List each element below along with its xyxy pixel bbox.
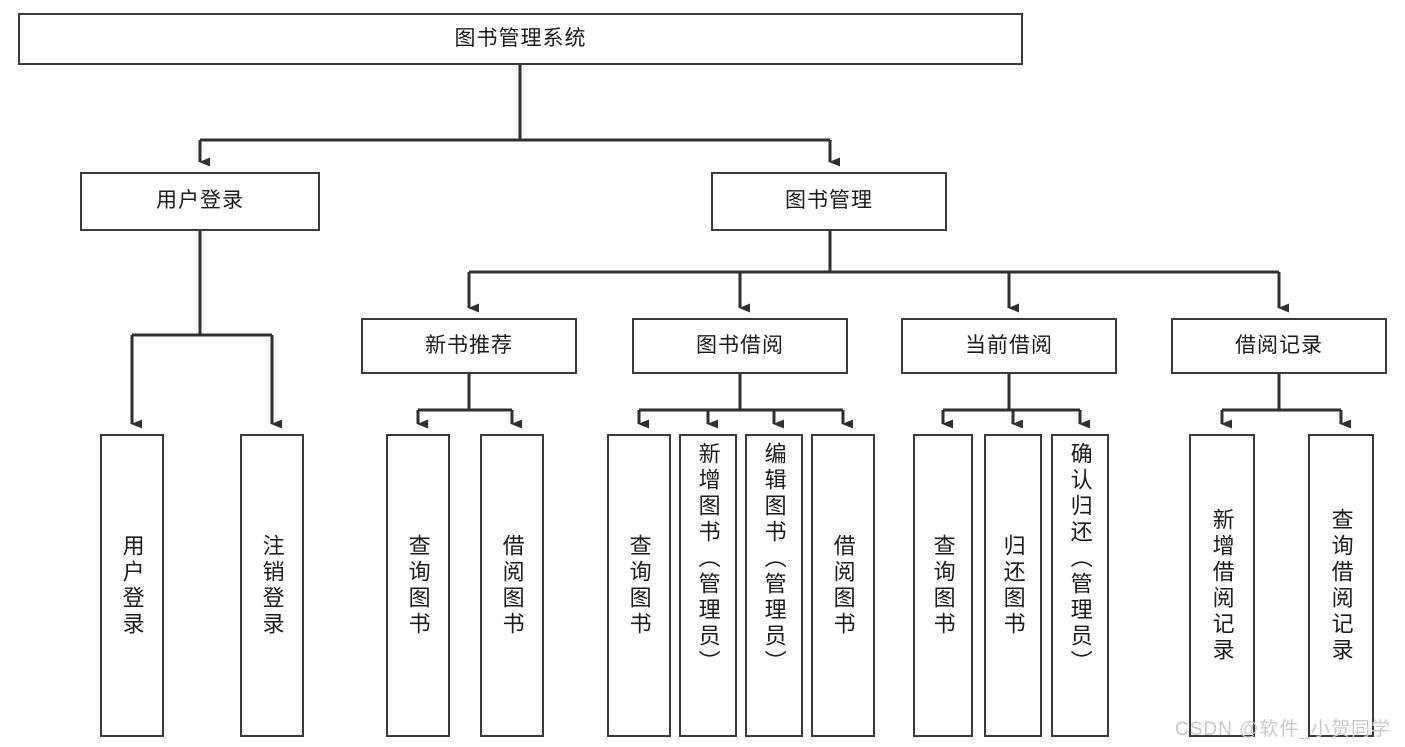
node-user-login[interactable]: 用户登录: [80, 172, 320, 231]
node-leaf-logout[interactable]: 注销登录: [240, 434, 304, 737]
node-current-borrow[interactable]: 当前借阅: [901, 318, 1117, 374]
node-root[interactable]: 图书管理系统: [18, 13, 1023, 65]
node-leaf-borrow-book-1-label: 借阅图书: [499, 533, 525, 638]
node-leaf-query-book-1[interactable]: 查询图书: [386, 434, 450, 737]
node-leaf-borrow-book-2-label: 借阅图书: [830, 533, 856, 638]
node-user-login-label: 用户登录: [156, 189, 244, 213]
node-leaf-borrow-book-1[interactable]: 借阅图书: [480, 434, 544, 737]
node-new-book-recommend-label: 新书推荐: [425, 333, 513, 357]
node-leaf-query-book-1-label: 查询图书: [405, 533, 431, 638]
node-leaf-query-record[interactable]: 查询借阅记录: [1308, 434, 1374, 737]
node-leaf-query-book-2[interactable]: 查询图书: [607, 434, 671, 737]
node-leaf-borrow-book-2[interactable]: 借阅图书: [811, 434, 875, 737]
node-leaf-edit-book-label: 编辑图书（管理员）: [761, 442, 787, 676]
node-leaf-return-book[interactable]: 归还图书: [984, 434, 1042, 737]
node-leaf-add-book-label: 新增图书（管理员）: [695, 442, 721, 676]
node-leaf-confirm-return-label: 确认归还（管理员）: [1067, 442, 1093, 676]
node-book-manage-label: 图书管理: [785, 189, 873, 213]
node-root-label: 图书管理系统: [454, 26, 587, 50]
node-borrow-record-label: 借阅记录: [1235, 333, 1323, 357]
csdn-watermark: CSDN @软件_小贺同学: [1175, 719, 1391, 740]
node-leaf-add-record[interactable]: 新增借阅记录: [1189, 434, 1255, 737]
node-leaf-add-record-label: 新增借阅记录: [1209, 507, 1235, 664]
node-leaf-query-book-3[interactable]: 查询图书: [913, 434, 973, 737]
node-book-borrow[interactable]: 图书借阅: [632, 318, 848, 374]
node-current-borrow-label: 当前借阅: [965, 333, 1053, 357]
node-leaf-query-book-3-label: 查询图书: [930, 533, 956, 638]
node-leaf-query-book-2-label: 查询图书: [626, 533, 652, 638]
node-leaf-return-book-label: 归还图书: [1000, 533, 1026, 638]
node-leaf-edit-book[interactable]: 编辑图书（管理员）: [745, 434, 803, 737]
node-book-manage[interactable]: 图书管理: [711, 172, 947, 231]
node-new-book-recommend[interactable]: 新书推荐: [361, 318, 577, 374]
node-borrow-record[interactable]: 借阅记录: [1171, 318, 1387, 374]
node-leaf-query-record-label: 查询借阅记录: [1328, 507, 1354, 664]
node-leaf-logout-label: 注销登录: [259, 533, 285, 638]
node-leaf-add-book[interactable]: 新增图书（管理员）: [679, 434, 737, 737]
node-leaf-user-login-label: 用户登录: [119, 533, 145, 638]
node-book-borrow-label: 图书借阅: [696, 333, 784, 357]
node-leaf-user-login[interactable]: 用户登录: [100, 434, 164, 737]
node-leaf-confirm-return[interactable]: 确认归还（管理员）: [1051, 434, 1109, 737]
